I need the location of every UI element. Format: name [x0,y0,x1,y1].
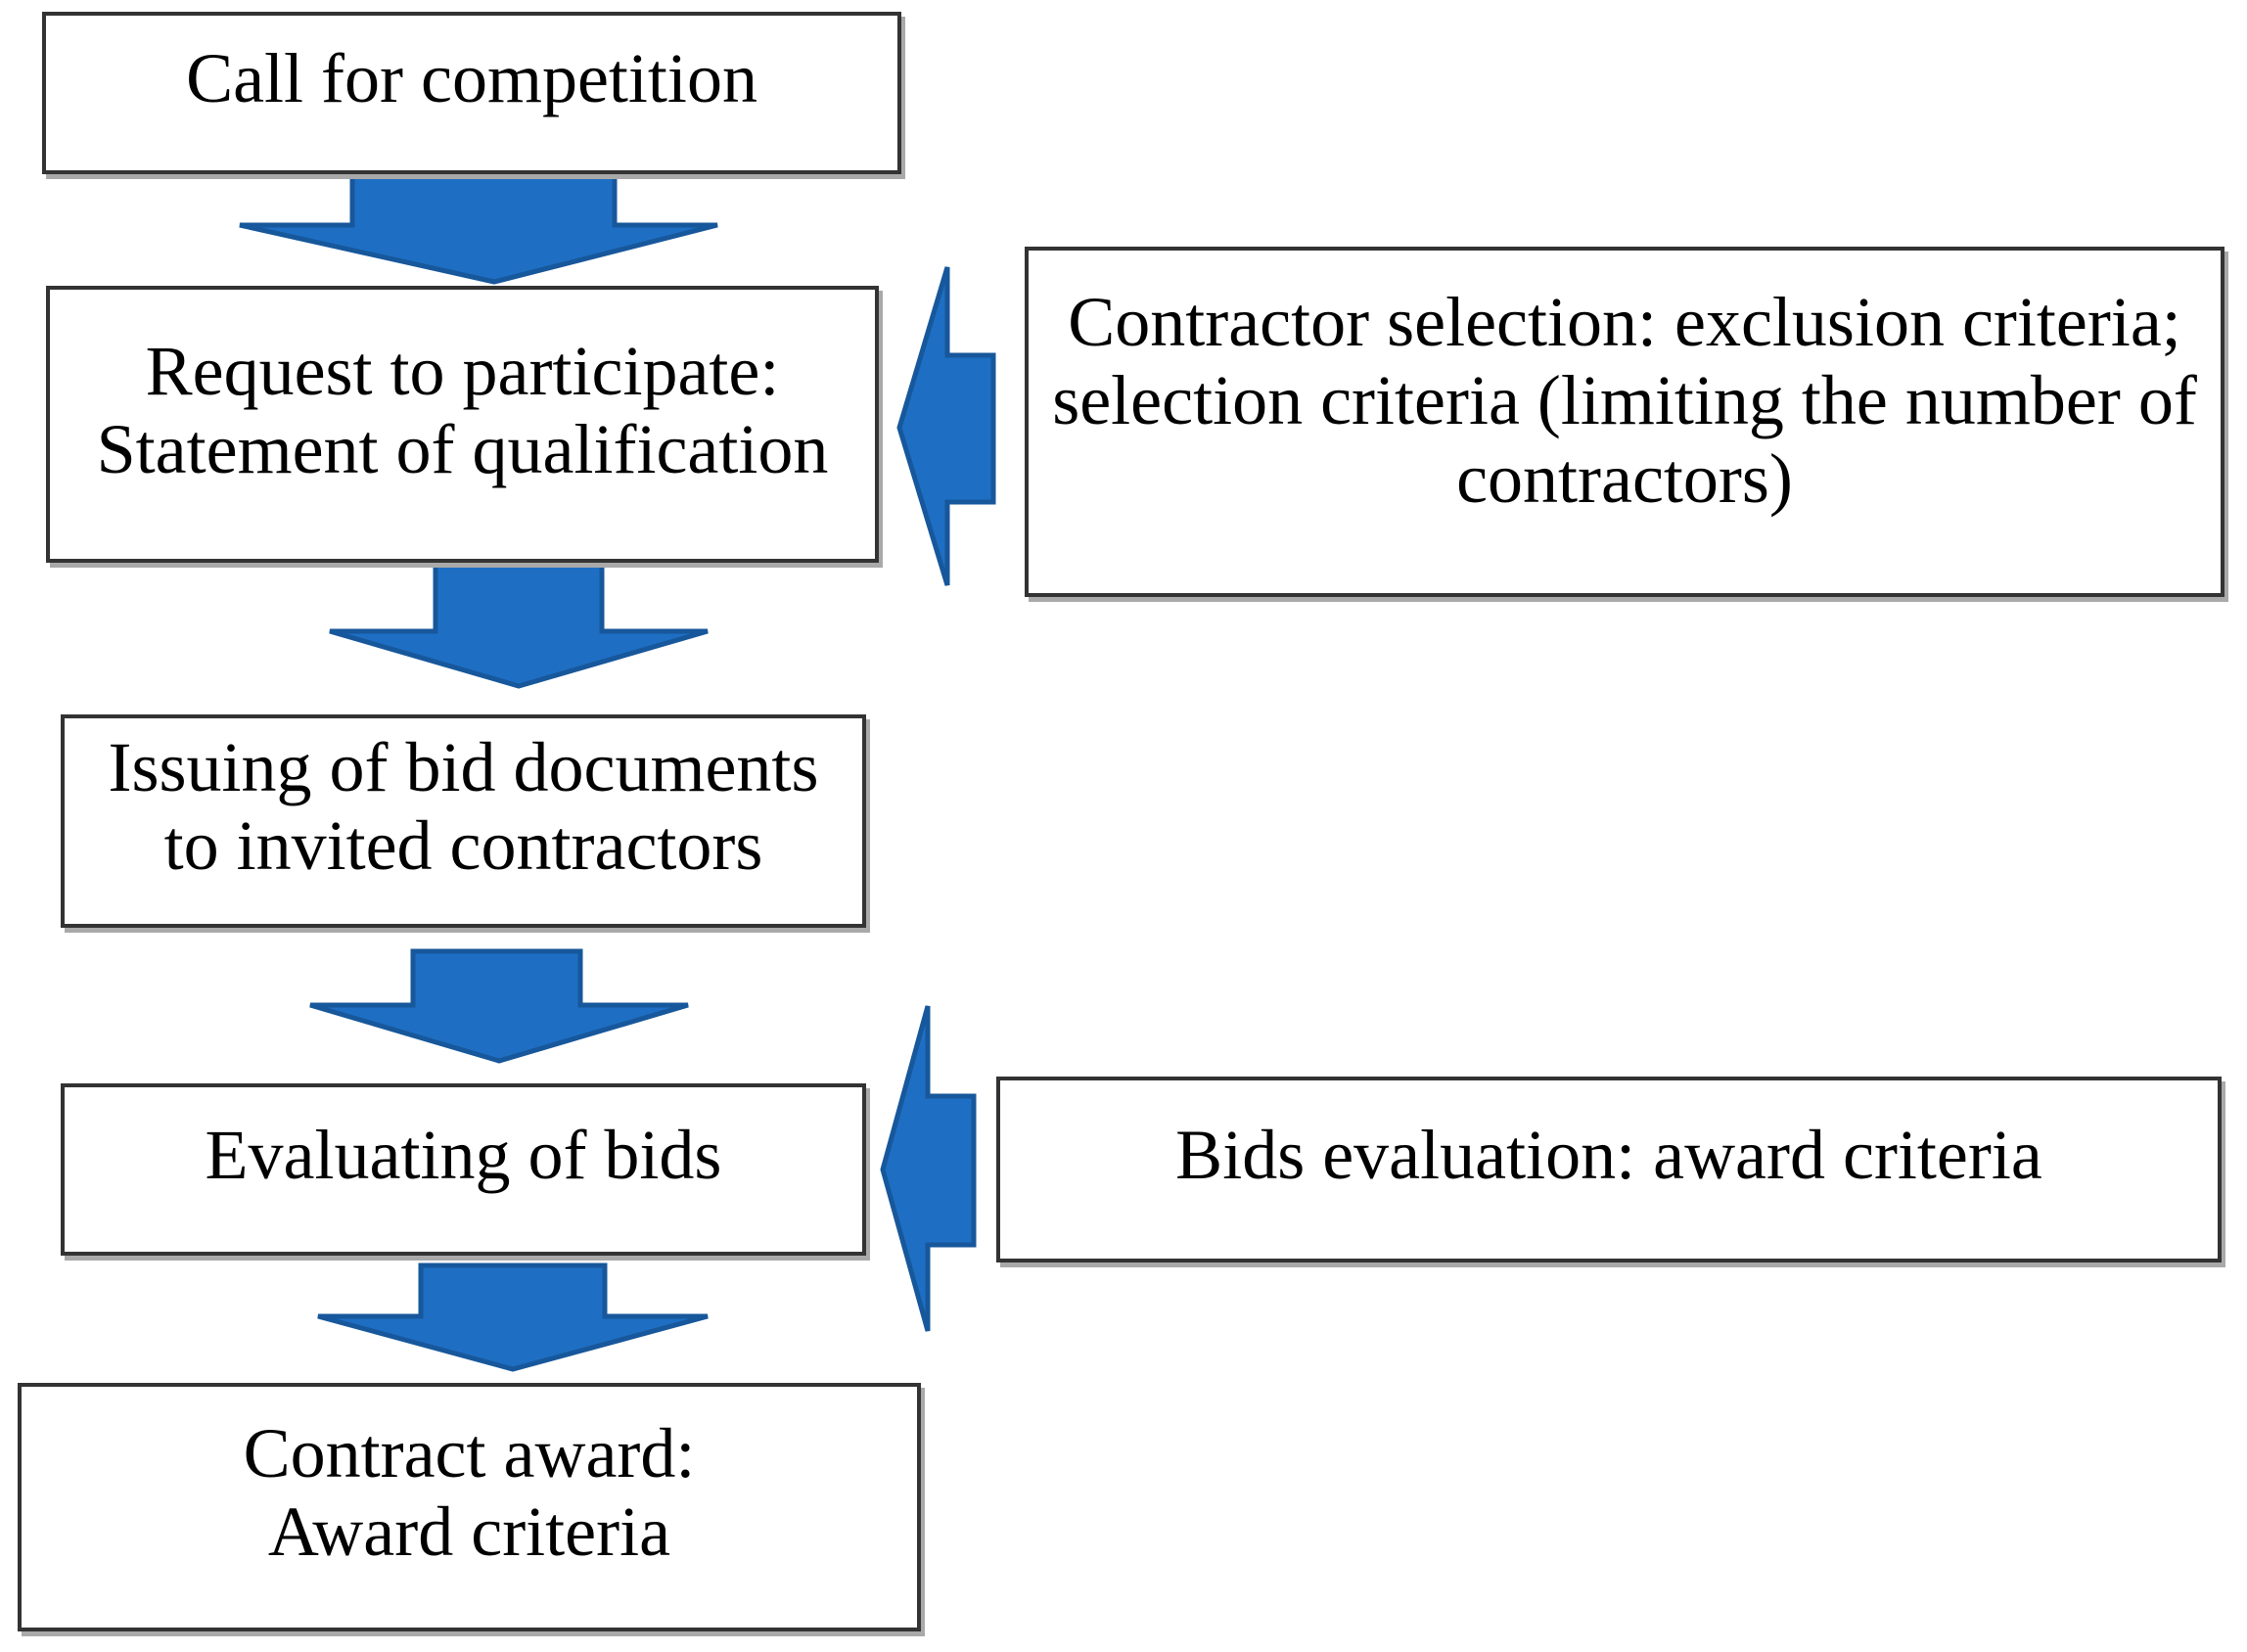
step-label: Issuing of bid documents [108,728,819,806]
step-label: Award criteria [267,1492,671,1571]
step-label: to invited contractors [163,806,763,885]
flow-step-issuing-bid-documents: Issuing of bid documents to invited cont… [61,714,866,928]
step-label: Contract award: [243,1414,696,1492]
annotation-bids-evaluation: Bids evaluation: award criteria [996,1077,2222,1262]
flow-step-contract-award: Contract award: Award criteria [18,1383,921,1631]
left-arrow-icon-contractor-selection [896,266,996,586]
down-arrow-icon-issuing-to-evaluating [309,948,689,1064]
left-arrow-icon-bids-evaluation [880,1005,977,1332]
down-arrow-icon-evaluating-to-award [317,1262,709,1372]
down-arrow-icon-request-to-issuing [329,562,709,689]
annotation-label: selection criteria (limiting the number … [1052,360,2197,439]
step-label: Statement of qualification [96,409,829,488]
annotation-label: contractors) [1456,438,1793,518]
annotation-contractor-selection: Contractor selection: exclusion criteria… [1025,247,2224,597]
step-label: Request to participate: [145,331,780,410]
flow-step-call-for-competition: Call for competition [42,12,901,174]
step-label: Call for competition [186,39,757,117]
annotation-label: Bids evaluation: award criteria [1175,1116,2042,1194]
flow-step-evaluating-of-bids: Evaluating of bids [61,1083,866,1256]
annotation-label: Contractor selection: exclusion criteria… [1068,282,2181,361]
flow-step-request-to-participate: Request to participate: Statement of qua… [46,286,879,563]
step-label: Evaluating of bids [205,1116,722,1194]
down-arrow-icon-call-to-request [239,172,718,285]
